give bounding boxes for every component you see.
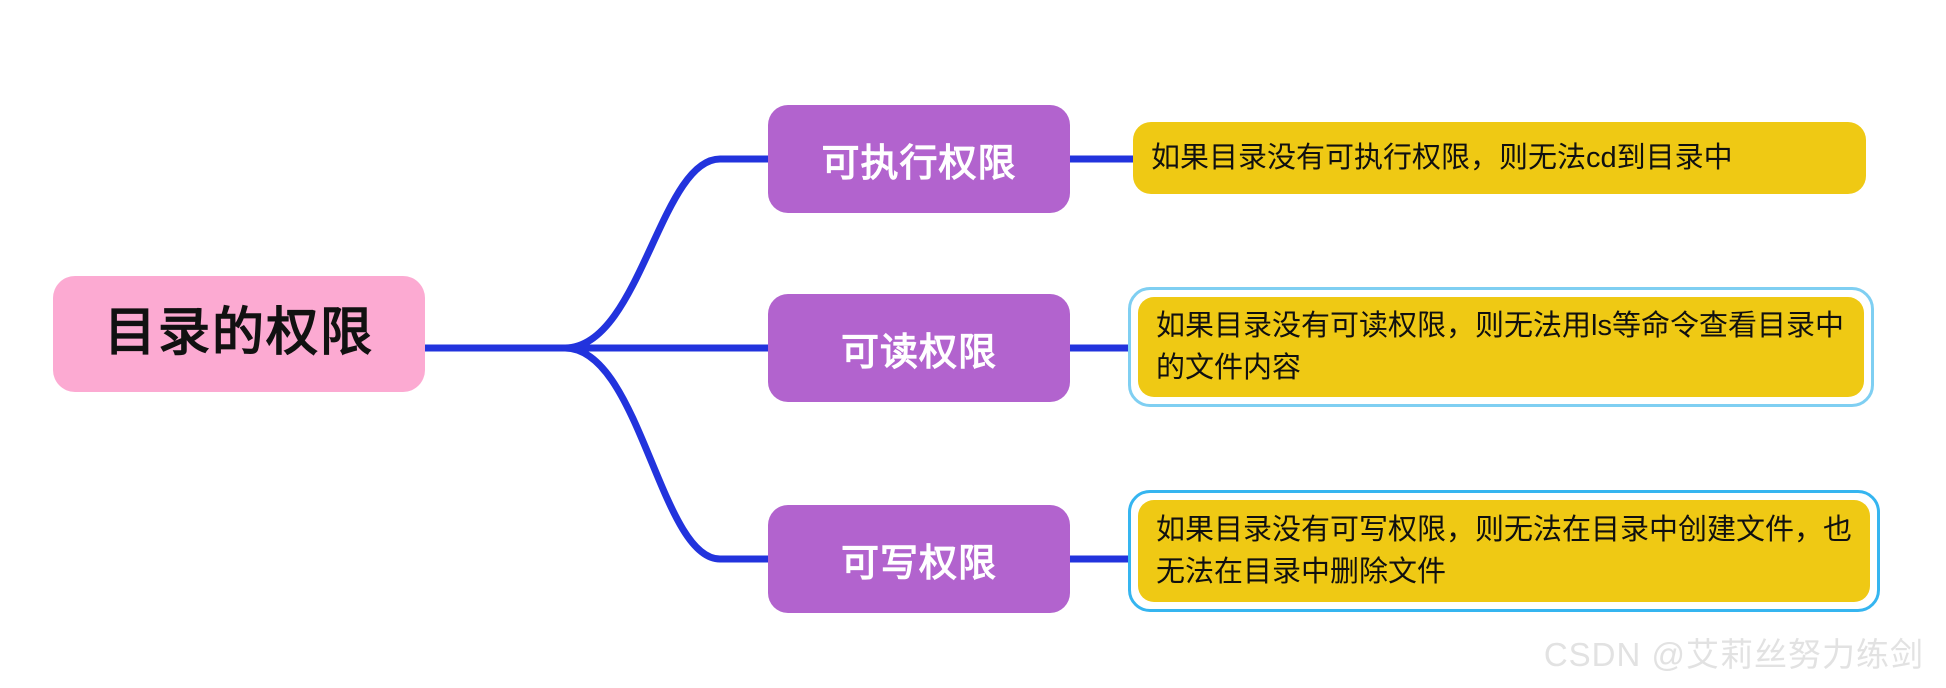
leaf-node-writable-body: 如果目录没有可写权限，则无法在目录中创建文件，也无法在目录中删除文件 — [1138, 500, 1870, 602]
leaf-node-writable[interactable]: 如果目录没有可写权限，则无法在目录中创建文件，也无法在目录中删除文件 — [1128, 490, 1880, 612]
branch-node-readable[interactable]: 可读权限 — [768, 294, 1070, 402]
root-node[interactable]: 目录的权限 — [53, 276, 425, 392]
leaf-node-readable-text: 如果目录没有可读权限，则无法用ls等命令查看目录中的文件内容 — [1156, 309, 1844, 384]
branch-node-executable-label: 可执行权限 — [821, 142, 1017, 185]
leaf-node-readable-body: 如果目录没有可读权限，则无法用ls等命令查看目录中的文件内容 — [1138, 297, 1864, 397]
leaf-node-writable-text: 如果目录没有可写权限，则无法在目录中创建文件，也无法在目录中删除文件 — [1156, 513, 1853, 588]
branch-node-executable[interactable]: 可执行权限 — [768, 105, 1070, 213]
csdn-watermark: CSDN @艾莉丝努力练剑 — [1543, 636, 1924, 673]
root-node-label: 目录的权限 — [103, 304, 374, 363]
branch-node-writable[interactable]: 可写权限 — [768, 505, 1070, 613]
branch-node-readable-label: 可读权限 — [840, 331, 997, 374]
leaf-node-readable[interactable]: 如果目录没有可读权限，则无法用ls等命令查看目录中的文件内容 — [1128, 287, 1874, 407]
leaf-node-executable-text: 如果目录没有可执行权限，则无法cd到目录中 — [1151, 141, 1733, 174]
leaf-node-executable[interactable]: 如果目录没有可执行权限，则无法cd到目录中 — [1133, 122, 1866, 194]
branch-node-writable-label: 可写权限 — [840, 542, 997, 585]
connector-root-to-branch-3 — [561, 344, 772, 563]
connector-root-to-branch-1 — [561, 155, 772, 352]
